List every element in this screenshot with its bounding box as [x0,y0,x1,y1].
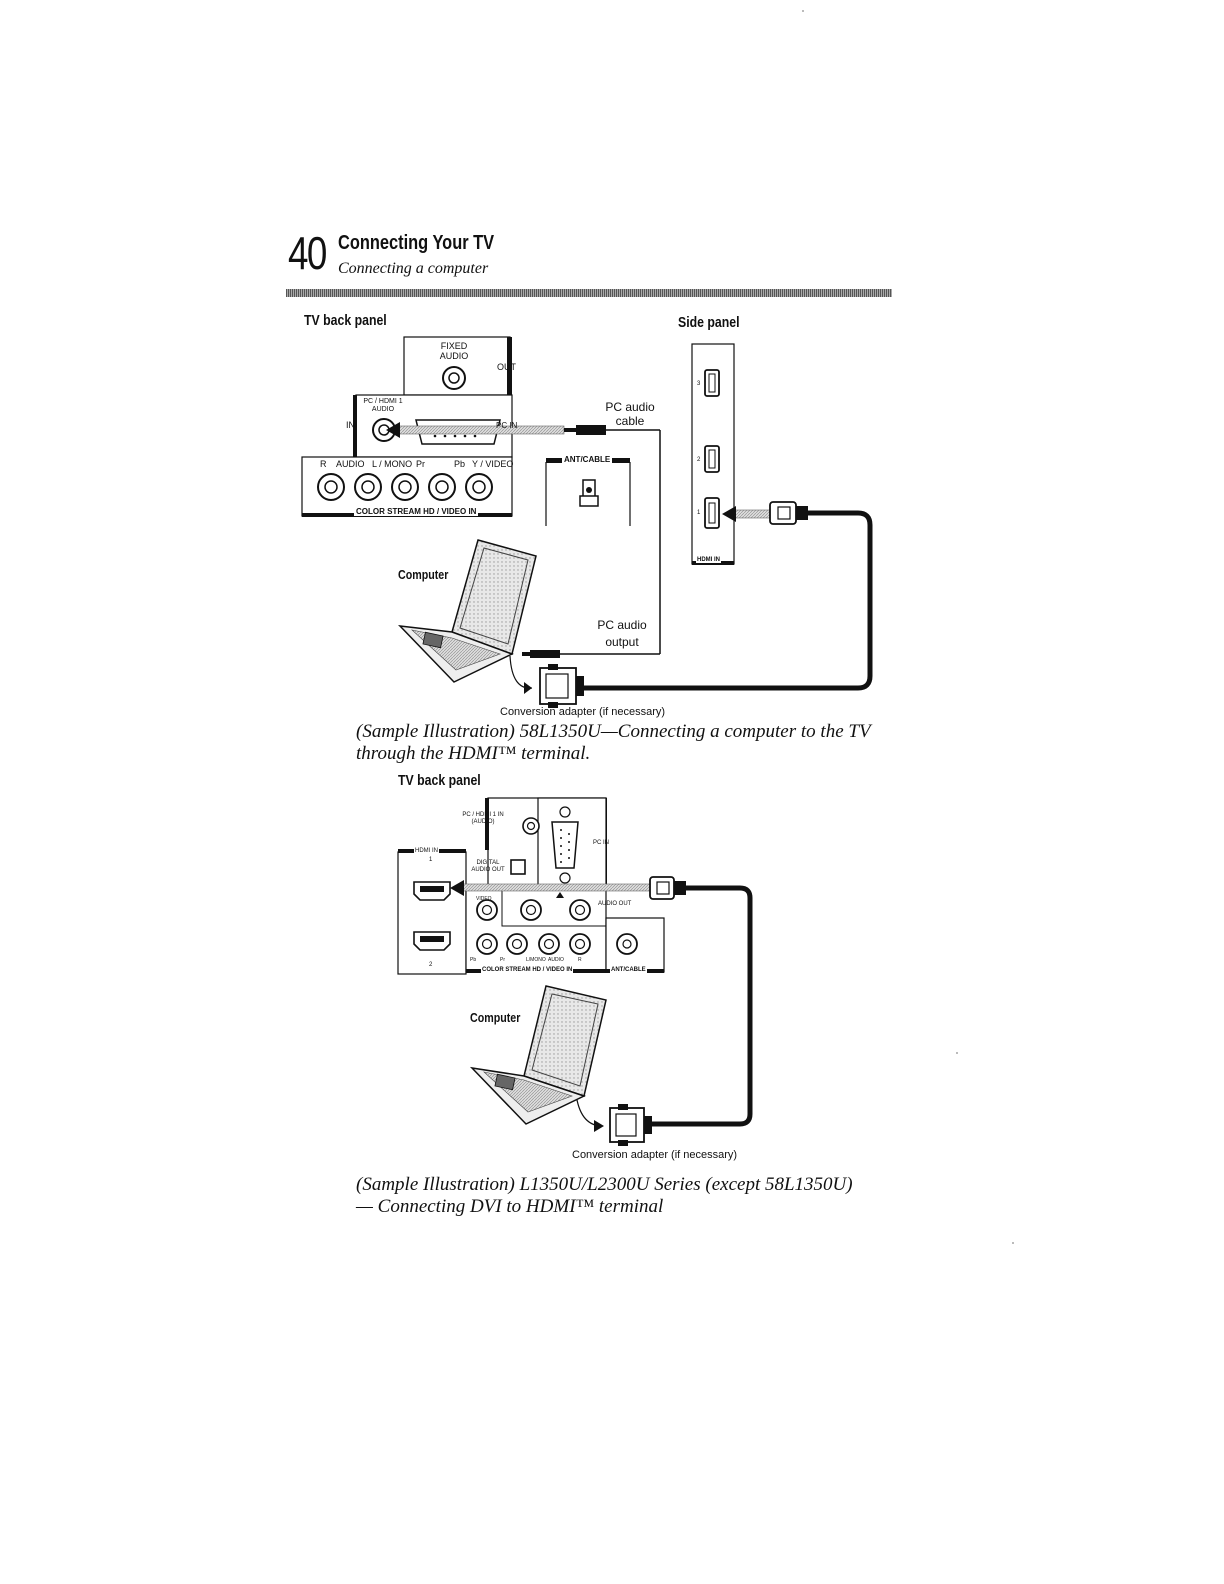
bottom-label-r: R [578,957,582,963]
pc-in-panel [485,797,607,889]
audio-row-label-y-video: Y / VIDEO [472,459,514,469]
audio-row-label-r: R [320,459,327,469]
scan-speck [1012,1242,1014,1244]
ant-cable-label: ANT/CABLE [562,455,613,464]
conversion-adapter-label-2: Conversion adapter (if necessary) [572,1149,738,1161]
computer-label-2: Computer [470,1010,521,1025]
av-jacks-block [465,887,607,973]
figure2-caption-line2: — Connecting DVI to HDMI™ terminal [356,1196,664,1217]
hdmi-in-label-2: HDMI IN [414,848,439,854]
hdmi-port-3-number: 3 [697,381,701,387]
video-label: VIDEO [476,896,492,902]
figure2-caption-line1: (Sample Illustration) L1350U/L2300U Seri… [356,1174,853,1195]
laptop-illustration [398,539,537,683]
figure1-caption-line2: through the HDMI™ terminal. [356,743,591,764]
audio-row-label-audio: AUDIO [336,459,365,469]
bottom-jack-labels: Pb Pr L/MONO AUDIO R [470,957,610,967]
conversion-adapter-label: Conversion adapter (if necessary) [500,706,666,718]
pc-hdmi1-audio-label: PC / HDMI 1 AUDIO [363,398,403,413]
pc-audio-cable-label: PC audio cable [605,400,655,428]
bottom-label-audio: AUDIO [548,957,564,963]
laptop-illustration-2 [469,985,607,1125]
pc-audio-plug [564,425,660,435]
bottom-label-pb: Pb [470,957,477,963]
bottom-label-pr: Pr [500,957,505,963]
audio-out-label: AUDIO OUT [598,901,632,907]
hdmi-connection-diagram [301,336,873,708]
fixed-audio-panel [403,336,512,432]
chapter-title: Connecting Your TV [338,232,495,254]
hdmi-port-2-number: 2 [697,457,701,463]
dvi-adapter-2 [609,1104,652,1146]
ant-cable-block [605,917,665,973]
dvi-adapter [539,664,584,708]
ant-cable-connector [545,458,631,526]
audio-row-label-pr: Pr [416,459,425,469]
page-number: 40 [288,227,327,279]
side-panel [691,343,735,565]
pc-in-label-2: PC IN [593,840,610,846]
hdmi-in-label: HDMI IN [696,557,721,563]
hdmi-plug [769,501,808,525]
out-label: OUT [497,362,516,372]
color-stream-label: COLOR STREAM HD / VIDEO IN [354,507,479,516]
bottom-label-l-mono: L/MONO [526,957,546,963]
computer-label: Computer [398,567,449,582]
hdmi-port-1-number-2: 1 [429,857,433,863]
hdmi-port-1-number: 1 [697,510,701,516]
hdmi-port-2-number-2: 2 [429,962,433,968]
audio-row-label-pb: Pb [454,459,466,469]
pc-hdmi1-in-audio-label: PC / HDMI 1 IN (AUDIO) [462,812,504,825]
scan-speck [802,10,804,12]
hdmi-in-block [397,849,467,975]
audio-row-labels: R AUDIO L / MONO Pr Pb Y / VIDEO [320,459,514,471]
section-subtitle: Connecting a computer [338,260,489,277]
side-panel-heading: Side panel [678,314,740,331]
header-rule [286,289,892,297]
hdmi-plug-2 [649,876,686,900]
audio-row-label-l-mono: L / MONO [372,459,413,469]
dvi-connection-diagram [397,797,753,1146]
digital-audio-out-label: DIGITAL AUDIO OUT [471,860,505,873]
fixed-audio-label: FIXED AUDIO [439,341,469,361]
pc-audio-output-label: PC audio output [597,618,647,649]
color-stream-label-2: COLOR STREAM HD / VIDEO IN [481,967,574,973]
tv-back-panel-heading: TV back panel [304,312,387,329]
scan-speck [956,1052,958,1054]
tv-back-panel-heading-2: TV back panel [398,772,481,789]
ant-cable-label-2: ANT/CABLE [610,967,647,973]
pc-in-label: PC IN [496,421,518,430]
in-label: IN [346,420,355,430]
figure1-caption-line1: (Sample Illustration) 58L1350U—Connectin… [356,721,871,742]
